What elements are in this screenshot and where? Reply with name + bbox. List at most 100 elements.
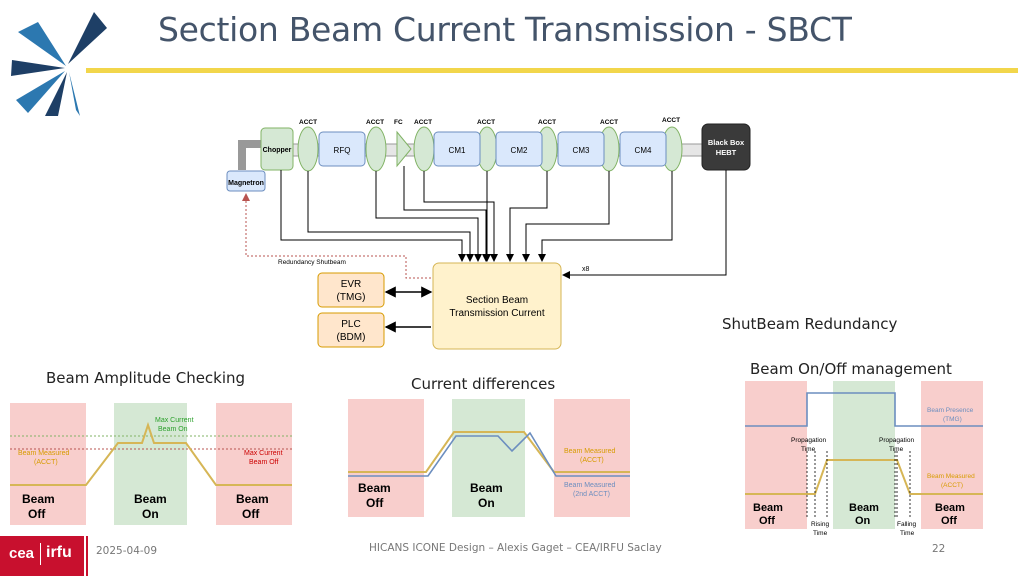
measured-label: (ACCT)	[580, 457, 604, 464]
sbct-block-diagram: Magnetron Chopper RFQ CM1 CM2 CM3 CM4 Bl…	[226, 117, 751, 350]
amplitude-caption: Beam Amplitude Checking	[46, 369, 246, 387]
max-off-label: Beam Off	[249, 459, 278, 466]
sensor-wires	[280, 166, 727, 279]
magnetron-box	[226, 170, 266, 192]
cm2-box	[495, 131, 543, 167]
beam-measured-signal	[10, 421, 292, 486]
rfq-label: RFQ	[334, 146, 351, 155]
propagation-label: Propagation	[791, 437, 826, 444]
amplitude-panel: Max Current Beam On Beam Measured (ACCT)…	[10, 403, 292, 525]
x8-label: x8	[582, 266, 590, 273]
acct-label: ACCT	[538, 119, 556, 126]
blackbox-label: HEBT	[716, 148, 737, 157]
beam-off-label: Off	[759, 515, 775, 527]
rising-label: Time	[813, 530, 828, 537]
evr-label: EVR	[341, 279, 362, 290]
beam-off-zone	[10, 403, 86, 525]
acct-sensor	[365, 126, 387, 172]
acct-label: ACCT	[662, 117, 680, 124]
page-number: 22	[932, 543, 946, 555]
beam-on-label: On	[142, 507, 159, 521]
propagation-label: Propagation	[879, 437, 914, 444]
blackbox-label: Black Box	[708, 138, 745, 147]
irfu-logo-text: irfu	[46, 544, 72, 561]
sbct-box	[432, 262, 562, 350]
measured2-label: (2nd ACCT)	[573, 491, 610, 498]
cm3-label: CM3	[573, 146, 590, 155]
shutbeam-redundancy-caption: ShutBeam Redundancy	[722, 315, 898, 333]
falling-label: Time	[900, 530, 915, 537]
evr-label: (TMG)	[337, 292, 366, 303]
plc-box	[317, 312, 385, 348]
cea-irfu-logo-icon	[11, 12, 107, 116]
beam-on-zone	[452, 399, 525, 517]
beam-off-label: Beam	[358, 481, 391, 495]
onoff-panel: Beam Presence (TMG) Propagation Time Pro…	[745, 381, 983, 537]
beam-off-label: Beam	[753, 502, 783, 514]
cm3-box	[557, 131, 605, 167]
chopper-box	[260, 127, 294, 171]
beam-off-label: Off	[242, 507, 260, 521]
cm4-label: CM4	[635, 146, 652, 155]
max-on-label: Beam On	[158, 426, 188, 433]
beam-off-label: Off	[366, 496, 384, 510]
beam-on-zone	[833, 381, 895, 529]
measured-label: Beam Measured	[564, 448, 615, 455]
footer-center: HICANS ICONE Design – Alexis Gaget – CEA…	[369, 542, 662, 554]
title-underline	[86, 68, 1018, 73]
blackbox-hebt	[701, 123, 751, 171]
beam-off-zone	[216, 403, 292, 525]
beam-on-label: Beam	[470, 481, 503, 495]
beam-off-label: Off	[28, 507, 46, 521]
cm1-label: CM1	[449, 146, 466, 155]
acct-label: ACCT	[477, 119, 495, 126]
propagation-label: Time	[889, 446, 904, 453]
measured-label: Beam Measured	[18, 450, 69, 457]
differences-panel: Beam Measured (ACCT) Beam Measured (2nd …	[348, 399, 630, 517]
cea-irfu-footer-logo	[0, 536, 84, 576]
evr-box	[317, 272, 385, 308]
footer-accent	[86, 536, 88, 576]
logo-divider	[40, 543, 41, 565]
beam-on-label: Beam	[849, 502, 879, 514]
acct-sensor	[297, 126, 319, 172]
differences-caption: Current differences	[411, 375, 556, 393]
beam-off-label: Off	[941, 515, 957, 527]
presence-label: (TMG)	[943, 416, 962, 423]
acct-label: ACCT	[414, 119, 432, 126]
fc-label: FC	[394, 119, 403, 126]
beam-measured-signal	[745, 459, 983, 495]
onoff-caption: Beam On/Off management	[750, 360, 952, 378]
sbct-label: Section Beam	[466, 295, 528, 306]
measured-label: (ACCT)	[34, 459, 58, 466]
plc-label: PLC	[341, 319, 360, 330]
beam-off-label: Beam	[236, 492, 269, 506]
slide-title: Section Beam Current Transmission - SBCT	[158, 10, 852, 49]
redundancy-label: Redundancy Shutbeam	[278, 259, 346, 266]
sbct-label: Transmission Current	[449, 308, 544, 319]
rfq-box	[318, 131, 366, 167]
max-on-label: Max Current	[155, 417, 194, 424]
footer-date: 2025-04-09	[96, 545, 158, 557]
max-off-label: Max Current	[244, 450, 283, 457]
redundancy-shutbeam-line	[242, 193, 431, 279]
beam-off-label: Beam	[935, 502, 965, 514]
beam-off-zone	[745, 381, 807, 529]
plc-label: (BDM)	[337, 332, 366, 343]
faraday-cup	[396, 130, 412, 168]
magnetron-pipe	[238, 140, 262, 170]
beam-measured-acct-signal	[348, 431, 630, 473]
cm2-label: CM2	[511, 146, 528, 155]
beam-on-label: On	[478, 496, 495, 510]
beam-off-zone	[348, 399, 424, 517]
beam-measured-2nd-acct-signal	[348, 431, 630, 477]
cea-logo-text: cea	[9, 545, 35, 562]
beam-off-zone	[554, 399, 630, 517]
acct-sensor	[413, 126, 435, 172]
measured-label: Beam Measured	[927, 473, 975, 480]
cm4-box	[619, 131, 667, 167]
beam-off-zone	[921, 381, 983, 529]
beam-on-label: Beam	[134, 492, 167, 506]
falling-label: Falling	[897, 521, 917, 528]
beam-on-label: On	[855, 515, 871, 527]
